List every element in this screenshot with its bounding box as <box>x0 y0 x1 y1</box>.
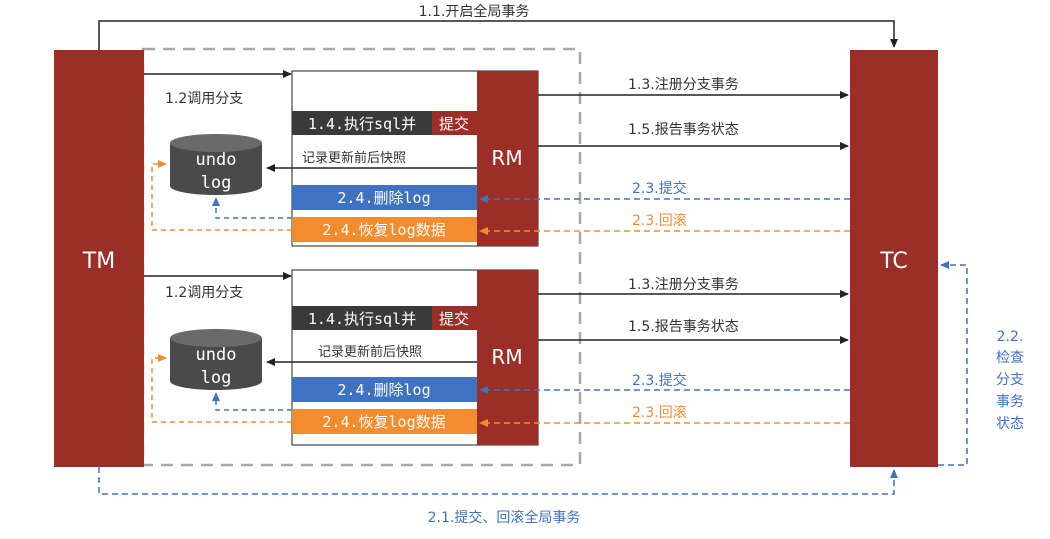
arrow-global-commit-rollback <box>98 467 898 495</box>
check-line-3: 分支 <box>996 372 1024 388</box>
arrow-delete-to-undo-1 <box>212 197 292 219</box>
label-start-global: 1.1.开启全局事务 <box>419 3 530 20</box>
exec-sql-box-1 <box>292 111 432 135</box>
arrow-start-global <box>98 20 898 50</box>
undo-log-line2-2: log <box>201 368 232 388</box>
restore-log-label-1: 2.4.恢复log数据 <box>322 221 445 239</box>
delete-log-box-1 <box>292 185 477 210</box>
branch-1: RM 1.2调用分支 1.4.执行sql并 提交 记录更新前后快照 undo l… <box>144 70 850 247</box>
check-line-5: 状态 <box>996 416 1024 432</box>
label-call-branch-1: 1.2调用分支 <box>165 91 243 107</box>
undo-log-line1-1: undo <box>196 150 237 170</box>
undo-log-line2-1: log <box>201 173 232 193</box>
check-line-4: 事务 <box>996 394 1024 410</box>
arrow-restore-to-undo-1 <box>151 160 292 231</box>
label-check-branch-status: 2.2. 检查 分支 事务 状态 <box>996 329 1024 432</box>
label-commit-2: 2.3.提交 <box>632 372 687 389</box>
delete-log-box-2 <box>292 377 477 402</box>
branch-2: RM 1.2调用分支 1.4.执行sql并 提交 记录更新前后快照 undo l… <box>144 269 850 446</box>
tm-node <box>54 50 144 467</box>
check-line-2: 检查 <box>996 350 1024 366</box>
exec-sql-label-1: 1.4.执行sql并 <box>308 115 416 133</box>
undo-log-db-2: undo log <box>170 329 262 390</box>
undo-log-db-1: undo log <box>170 134 262 195</box>
label-register-branch-2: 1.3.注册分支事务 <box>628 277 739 293</box>
label-rollback-1: 2.3.回滚 <box>632 212 687 229</box>
commit-box-1 <box>432 111 477 135</box>
restore-log-box-2 <box>292 409 477 434</box>
label-snapshot-1: 记录更新前后快照 <box>302 150 406 166</box>
label-report-status-1: 1.5.报告事务状态 <box>628 122 739 138</box>
label-register-branch-1: 1.3.注册分支事务 <box>628 77 739 93</box>
label-report-status-2: 1.5.报告事务状态 <box>628 319 739 335</box>
arrow-restore-to-undo-2 <box>151 354 292 423</box>
rm-node-2 <box>477 270 538 445</box>
label-global-commit-rollback: 2.1.提交、回滚全局事务 <box>428 509 581 526</box>
tc-node <box>850 50 938 467</box>
label-snapshot-2: 记录更新前后快照 <box>318 344 422 360</box>
exec-sql-box-2 <box>292 306 432 330</box>
rm-node-1 <box>477 71 538 246</box>
tm-label: TM <box>82 249 115 274</box>
delete-log-label-2: 2.4.删除log <box>337 381 430 399</box>
label-commit-1: 2.3.提交 <box>632 180 687 197</box>
commit-label-1: 提交 <box>439 115 469 133</box>
branch-group-dashed-frame <box>141 47 582 467</box>
restore-log-box-1 <box>292 217 477 242</box>
rm-label-2: RM <box>491 345 522 369</box>
exec-sql-label-2: 1.4.执行sql并 <box>308 310 416 328</box>
arrow-check-branch-status <box>938 261 968 466</box>
label-call-branch-2: 1.2调用分支 <box>165 285 243 301</box>
restore-log-label-2: 2.4.恢复log数据 <box>322 413 445 431</box>
rm-label-1: RM <box>491 146 522 170</box>
commit-box-2 <box>432 306 477 330</box>
delete-log-label-1: 2.4.删除log <box>337 189 430 207</box>
commit-label-2: 提交 <box>439 310 469 328</box>
tc-label: TC <box>879 249 908 274</box>
label-rollback-2: 2.3.回滚 <box>632 404 687 421</box>
arrow-delete-to-undo-2 <box>212 392 292 411</box>
undo-log-line1-2: undo <box>196 345 237 365</box>
check-line-1: 2.2. <box>997 329 1024 345</box>
